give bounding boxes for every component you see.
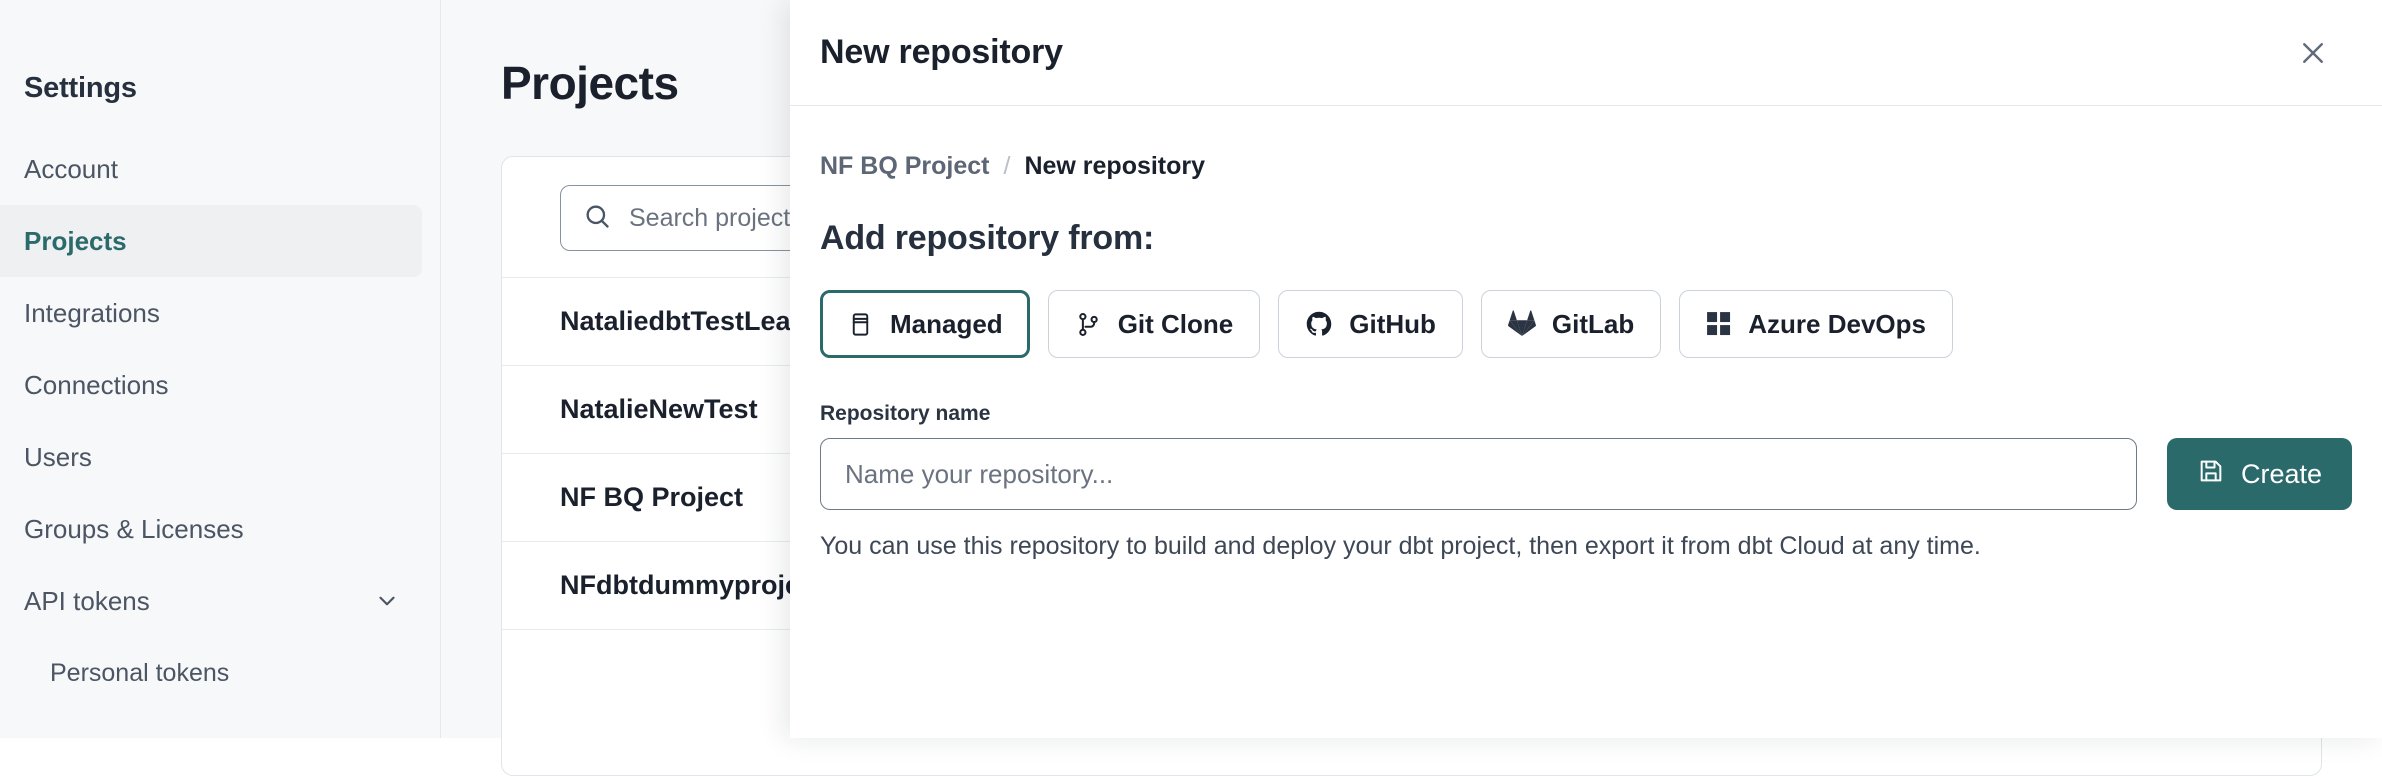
create-button-label: Create	[2241, 459, 2322, 490]
sidebar-item-label: Personal tokens	[50, 659, 229, 688]
sidebar-item-projects[interactable]: Projects	[0, 205, 422, 277]
tab-github[interactable]: GitHub	[1278, 290, 1463, 358]
tab-git-clone[interactable]: Git Clone	[1048, 290, 1261, 358]
project-name: NFdbtdummyproject	[560, 570, 824, 601]
sidebar-item-account[interactable]: Account	[0, 133, 440, 205]
close-icon[interactable]	[2290, 30, 2336, 76]
azure-devops-icon	[1706, 311, 1732, 337]
project-name: NF BQ Project	[560, 482, 743, 513]
sidebar-item-label: Projects	[24, 226, 127, 257]
repository-helper-text: You can use this repository to build and…	[820, 532, 2352, 561]
create-button[interactable]: Create	[2167, 438, 2352, 510]
tab-azure-devops[interactable]: Azure DevOps	[1679, 290, 1953, 358]
sidebar-item-list: Account Projects Integrations Connection…	[0, 133, 440, 709]
tab-label: Managed	[890, 309, 1003, 340]
repository-name-input[interactable]: Name your repository...	[820, 438, 2137, 510]
sidebar-item-users[interactable]: Users	[0, 421, 440, 493]
tab-gitlab[interactable]: GitLab	[1481, 290, 1661, 358]
gitlab-icon	[1508, 310, 1536, 338]
sidebar-item-connections[interactable]: Connections	[0, 349, 440, 421]
sidebar-item-label: Users	[24, 442, 92, 473]
tab-managed[interactable]: Managed	[820, 290, 1030, 358]
tab-label: Azure DevOps	[1748, 309, 1926, 340]
sidebar-item-label: Connections	[24, 370, 169, 401]
tab-label: GitLab	[1552, 309, 1634, 340]
sidebar-item-groups-licenses[interactable]: Groups & Licenses	[0, 493, 440, 565]
chevron-down-icon[interactable]	[374, 588, 400, 614]
new-repository-panel: New repository NF BQ Project / New repos…	[790, 0, 2382, 738]
tab-label: GitHub	[1349, 309, 1436, 340]
repository-name-label: Repository name	[820, 402, 2352, 426]
modal-body: NF BQ Project / New repository Add repos…	[790, 106, 2382, 738]
sidebar-item-label: Account	[24, 154, 118, 185]
repository-name-row: Name your repository... Create	[820, 438, 2352, 510]
project-name: NatalieNewTest	[560, 394, 758, 425]
add-repository-heading: Add repository from:	[820, 219, 2352, 258]
github-icon	[1305, 310, 1333, 338]
sidebar-item-api-tokens[interactable]: API tokens	[0, 565, 440, 637]
sidebar-item-label: API tokens	[24, 586, 150, 617]
save-icon	[2197, 457, 2225, 492]
breadcrumb: NF BQ Project / New repository	[820, 152, 2352, 181]
modal-header: New repository	[790, 0, 2382, 106]
git-branch-icon	[1075, 311, 1102, 338]
breadcrumb-separator: /	[1003, 152, 1010, 181]
sidebar-item-integrations[interactable]: Integrations	[0, 277, 440, 349]
sidebar-item-personal-tokens[interactable]: Personal tokens	[0, 637, 440, 709]
search-icon	[583, 202, 611, 235]
breadcrumb-parent-link[interactable]: NF BQ Project	[820, 152, 989, 181]
breadcrumb-current: New repository	[1024, 152, 1205, 181]
sidebar-item-label: Integrations	[24, 298, 160, 329]
database-icon	[847, 311, 874, 338]
tab-label: Git Clone	[1118, 309, 1234, 340]
settings-sidebar: Settings Account Projects Integrations C…	[0, 0, 441, 738]
repository-name-placeholder: Name your repository...	[845, 459, 1113, 490]
sidebar-item-label: Groups & Licenses	[24, 514, 244, 545]
modal-title: New repository	[820, 33, 2290, 72]
sidebar-title: Settings	[0, 72, 440, 105]
repository-source-tabs: Managed Git Clone	[820, 290, 2352, 358]
